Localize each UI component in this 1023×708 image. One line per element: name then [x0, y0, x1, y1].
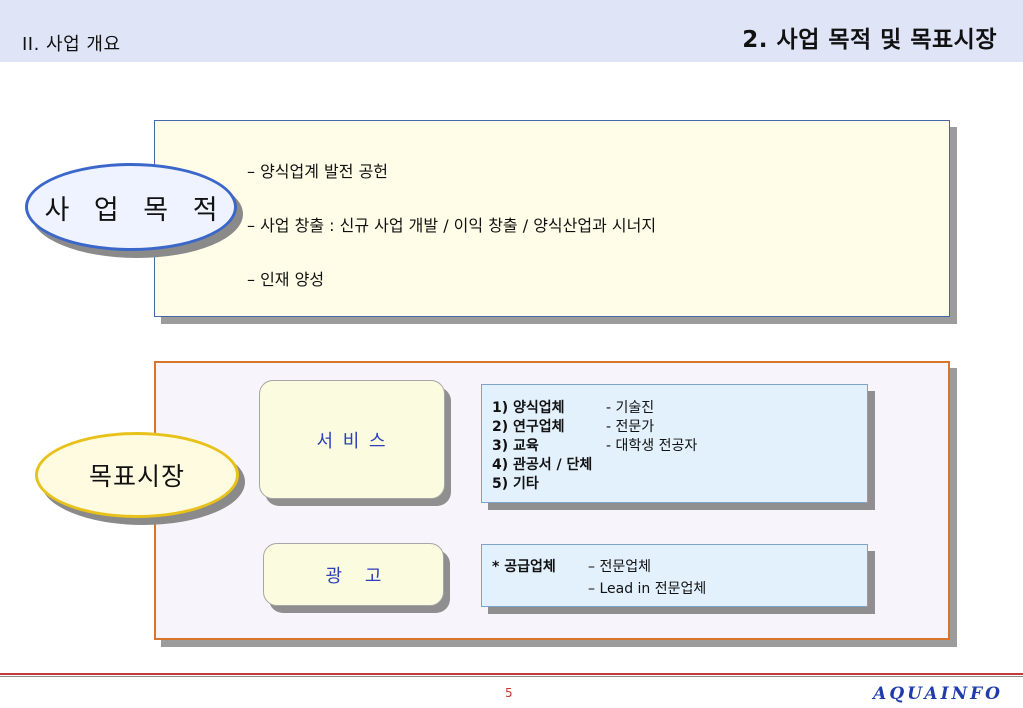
footer-rule	[0, 673, 1023, 675]
brand-logo: AQUAINFO	[873, 684, 1003, 704]
service-row-name: 2) 연구업체	[492, 419, 565, 435]
footer-rule-thin	[0, 676, 1023, 677]
page-title: 2. 사업 목적 및 목표시장	[742, 27, 997, 53]
service-row-name: 1) 양식업체	[492, 400, 565, 416]
service-row-name: 4) 관공서 / 단체	[492, 457, 593, 473]
service-row: 4) 관공서 / 단체	[492, 454, 592, 474]
objective-item: – 양식업계 발전 공헌	[247, 162, 389, 181]
section-label: II. 사업 개요	[22, 34, 121, 55]
ad-row-name: * 공급업체	[492, 559, 556, 575]
ad-tag: 광 고	[263, 543, 444, 606]
service-row: 1) 양식업체 - 기술진	[492, 397, 654, 417]
service-row: 3) 교육 - 대학생 전공자	[492, 435, 697, 455]
header-bar: II. 사업 개요 2. 사업 목적 및 목표시장	[0, 0, 1023, 62]
objective-item: – 사업 창출 : 신규 사업 개발 / 이익 창출 / 양식산업과 시너지	[247, 216, 657, 235]
service-row: 2) 연구업체 - 전문가	[492, 416, 654, 436]
service-row-desc: - 기술진	[606, 400, 655, 416]
ad-row: * 공급업체 – 전문업체	[492, 556, 651, 576]
service-tag: 서 비 스	[259, 380, 445, 499]
service-row-desc: - 전문가	[606, 419, 655, 435]
ad-info-box: * 공급업체 – 전문업체 – Lead in 전문업체	[481, 544, 868, 607]
ad-row-desc: – 전문업체	[588, 559, 651, 575]
service-row-name: 5) 기타	[492, 476, 539, 492]
objective-panel: – 양식업계 발전 공헌 – 사업 창출 : 신규 사업 개발 / 이익 창출 …	[154, 120, 950, 317]
service-row: 5) 기타	[492, 473, 539, 493]
market-ellipse: 목표시장	[35, 432, 239, 518]
objective-ellipse: 사 업 목 적	[25, 163, 237, 251]
service-row-name: 3) 교육	[492, 438, 539, 454]
service-info-box: 1) 양식업체 - 기술진 2) 연구업체 - 전문가 3) 교육 - 대학생 …	[481, 384, 868, 503]
page-number: 5	[505, 686, 513, 700]
ad-row-desc: – Lead in 전문업체	[588, 581, 707, 597]
service-row-desc: - 대학생 전공자	[606, 438, 698, 454]
objective-item: – 인재 양성	[247, 270, 325, 289]
